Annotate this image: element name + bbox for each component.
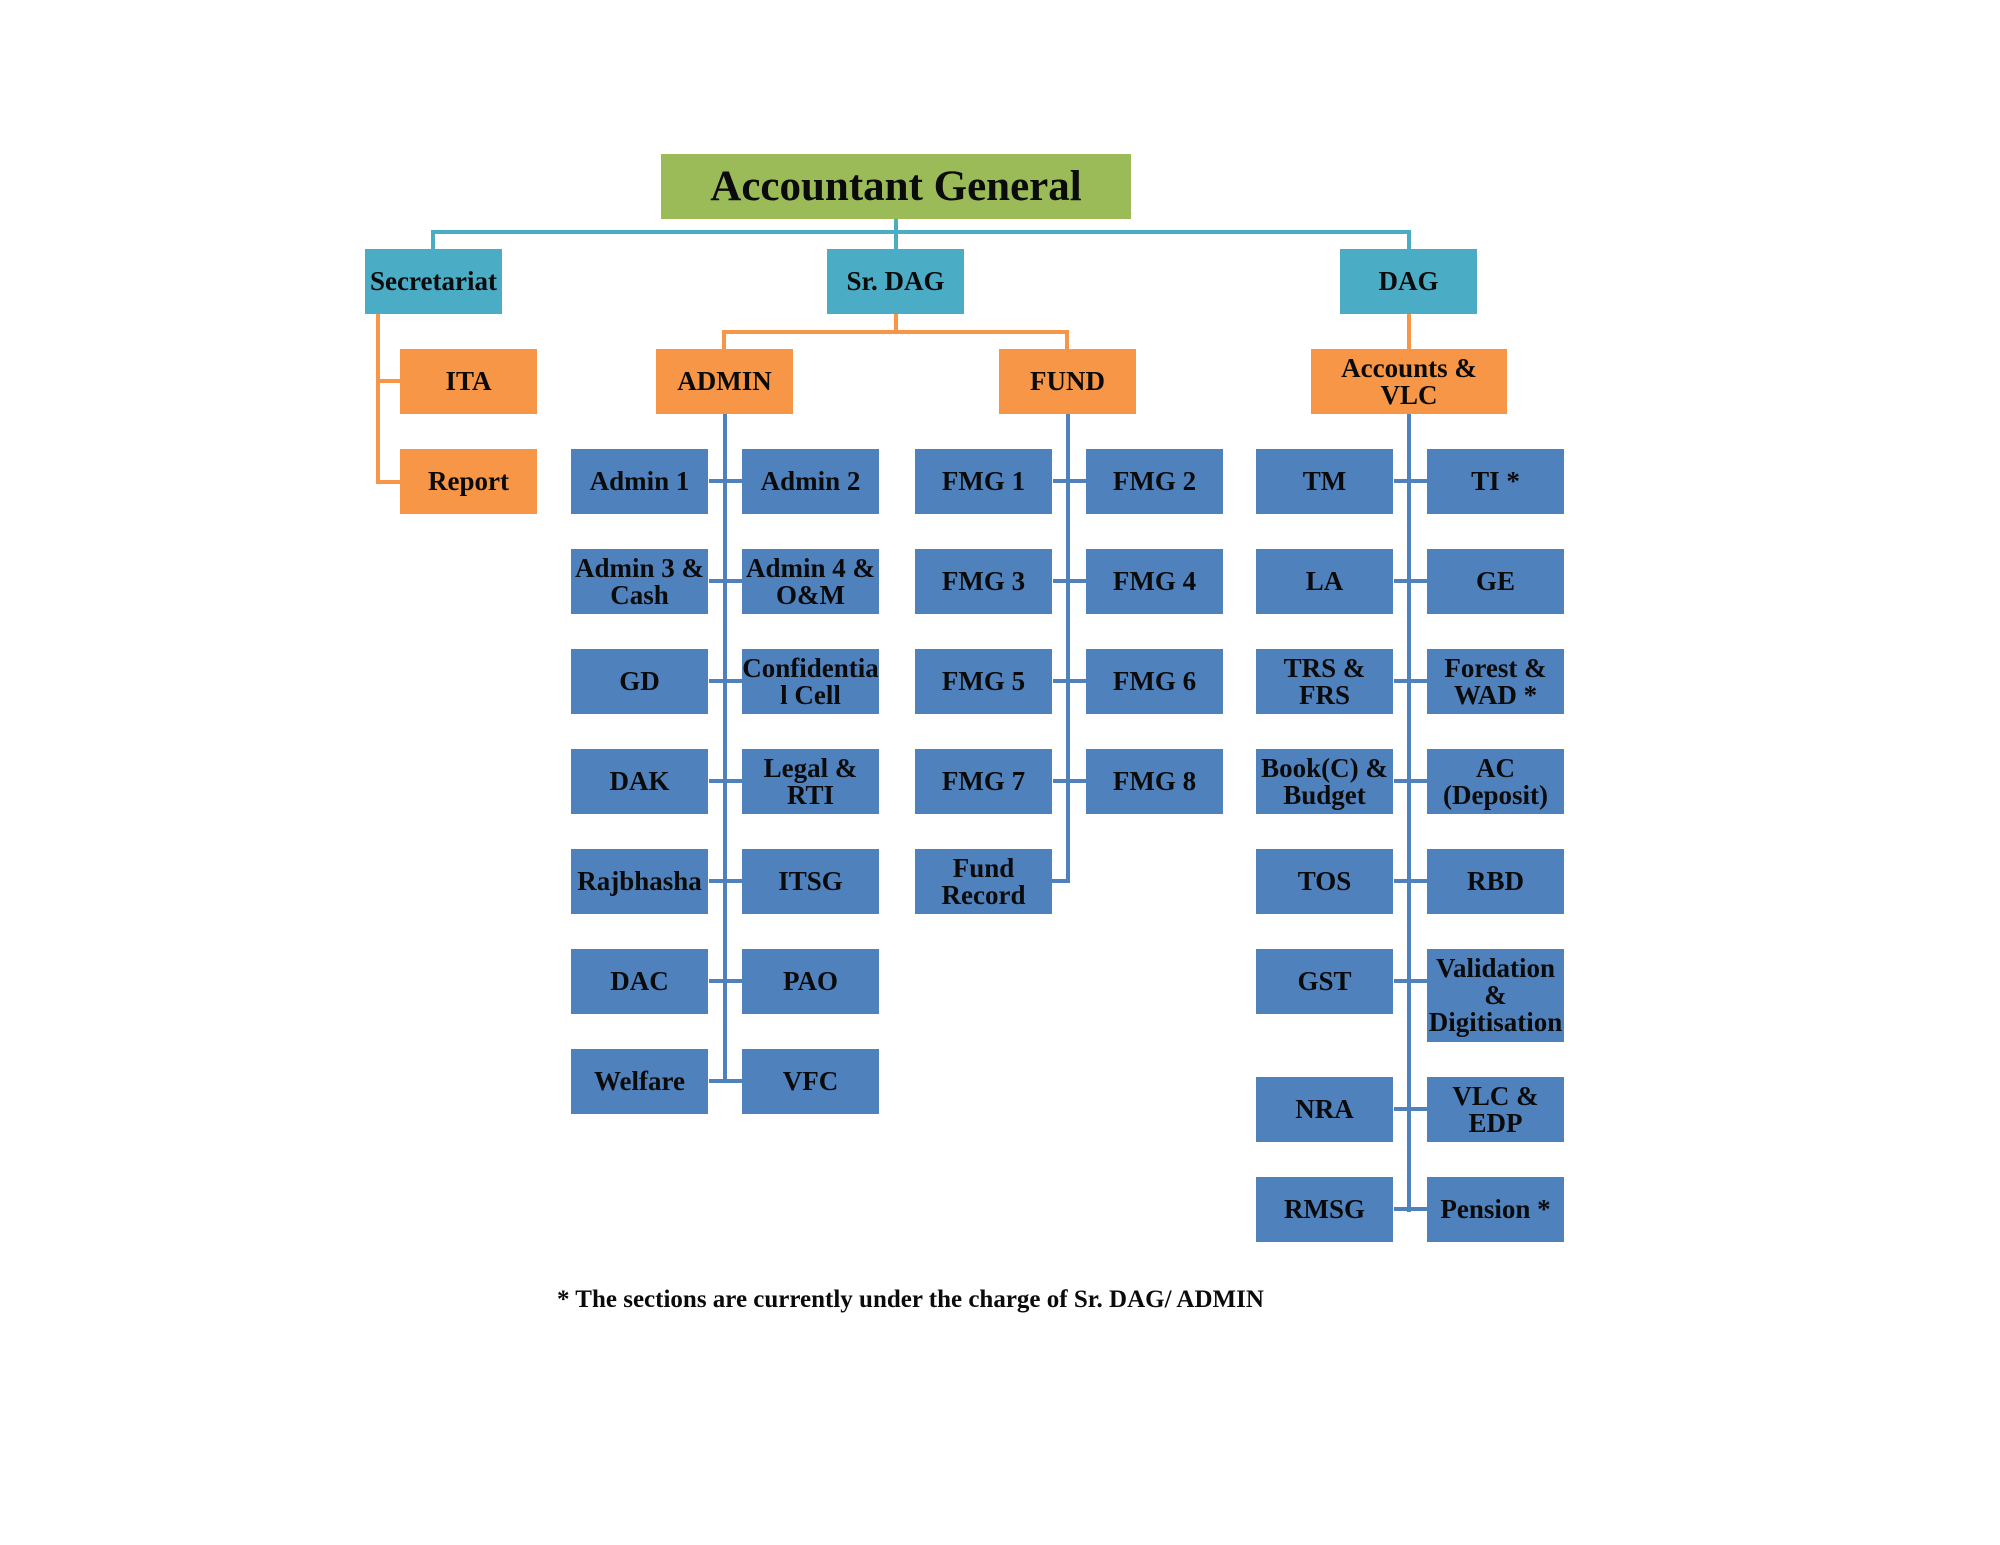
node-accountant-general: Accountant General (661, 154, 1131, 219)
section-welfare: Welfare (571, 1049, 708, 1114)
section-fmg-5: FMG 5 (915, 649, 1052, 714)
section-admin-1: Admin 1 (571, 449, 708, 514)
section-tos: TOS (1256, 849, 1393, 914)
node-ita: ITA (400, 349, 537, 414)
section-fund-record: Fund Record (915, 849, 1052, 914)
section-rbd: RBD (1427, 849, 1564, 914)
section-la: LA (1256, 549, 1393, 614)
node-admin: ADMIN (656, 349, 793, 414)
section-ge: GE (1427, 549, 1564, 614)
section-admin-4-o-m: Admin 4 & O&M (742, 549, 879, 614)
section-admin-3-cash: Admin 3 & Cash (571, 549, 708, 614)
node-dag: DAG (1340, 249, 1477, 314)
section-fmg-3: FMG 3 (915, 549, 1052, 614)
section-validation-digitisation: Validation & Digitisation (1427, 949, 1564, 1042)
node-fund: FUND (999, 349, 1136, 414)
section-admin-2: Admin 2 (742, 449, 879, 514)
section-dac: DAC (571, 949, 708, 1014)
section-vlc-edp: VLC & EDP (1427, 1077, 1564, 1142)
section-rmsg: RMSG (1256, 1177, 1393, 1242)
section-fmg-2: FMG 2 (1086, 449, 1223, 514)
section-gst: GST (1256, 949, 1393, 1014)
section-fmg-4: FMG 4 (1086, 549, 1223, 614)
section-nra: NRA (1256, 1077, 1393, 1142)
section-pension: Pension * (1427, 1177, 1564, 1242)
section-fmg-8: FMG 8 (1086, 749, 1223, 814)
node-sr-dag: Sr. DAG (827, 249, 964, 314)
footnote: * The sections are currently under the c… (557, 1286, 1264, 1313)
section-trs-frs: TRS & FRS (1256, 649, 1393, 714)
section-ac-deposit: AC (Deposit) (1427, 749, 1564, 814)
section-itsg: ITSG (742, 849, 879, 914)
section-ti: TI * (1427, 449, 1564, 514)
section-confidentia-l-cell: Confidentia l Cell (742, 649, 879, 714)
node-accounts-vlc: Accounts & VLC (1311, 349, 1507, 414)
section-vfc: VFC (742, 1049, 879, 1114)
section-tm: TM (1256, 449, 1393, 514)
section-legal-rti: Legal & RTI (742, 749, 879, 814)
section-fmg-6: FMG 6 (1086, 649, 1223, 714)
section-pao: PAO (742, 949, 879, 1014)
section-book-c-budget: Book(C) & Budget (1256, 749, 1393, 814)
node-report: Report (400, 449, 537, 514)
section-fmg-1: FMG 1 (915, 449, 1052, 514)
section-fmg-7: FMG 7 (915, 749, 1052, 814)
section-dak: DAK (571, 749, 708, 814)
section-rajbhasha: Rajbhasha (571, 849, 708, 914)
section-forest-wad: Forest & WAD * (1427, 649, 1564, 714)
section-gd: GD (571, 649, 708, 714)
node-secretariat: Secretariat (365, 249, 502, 314)
